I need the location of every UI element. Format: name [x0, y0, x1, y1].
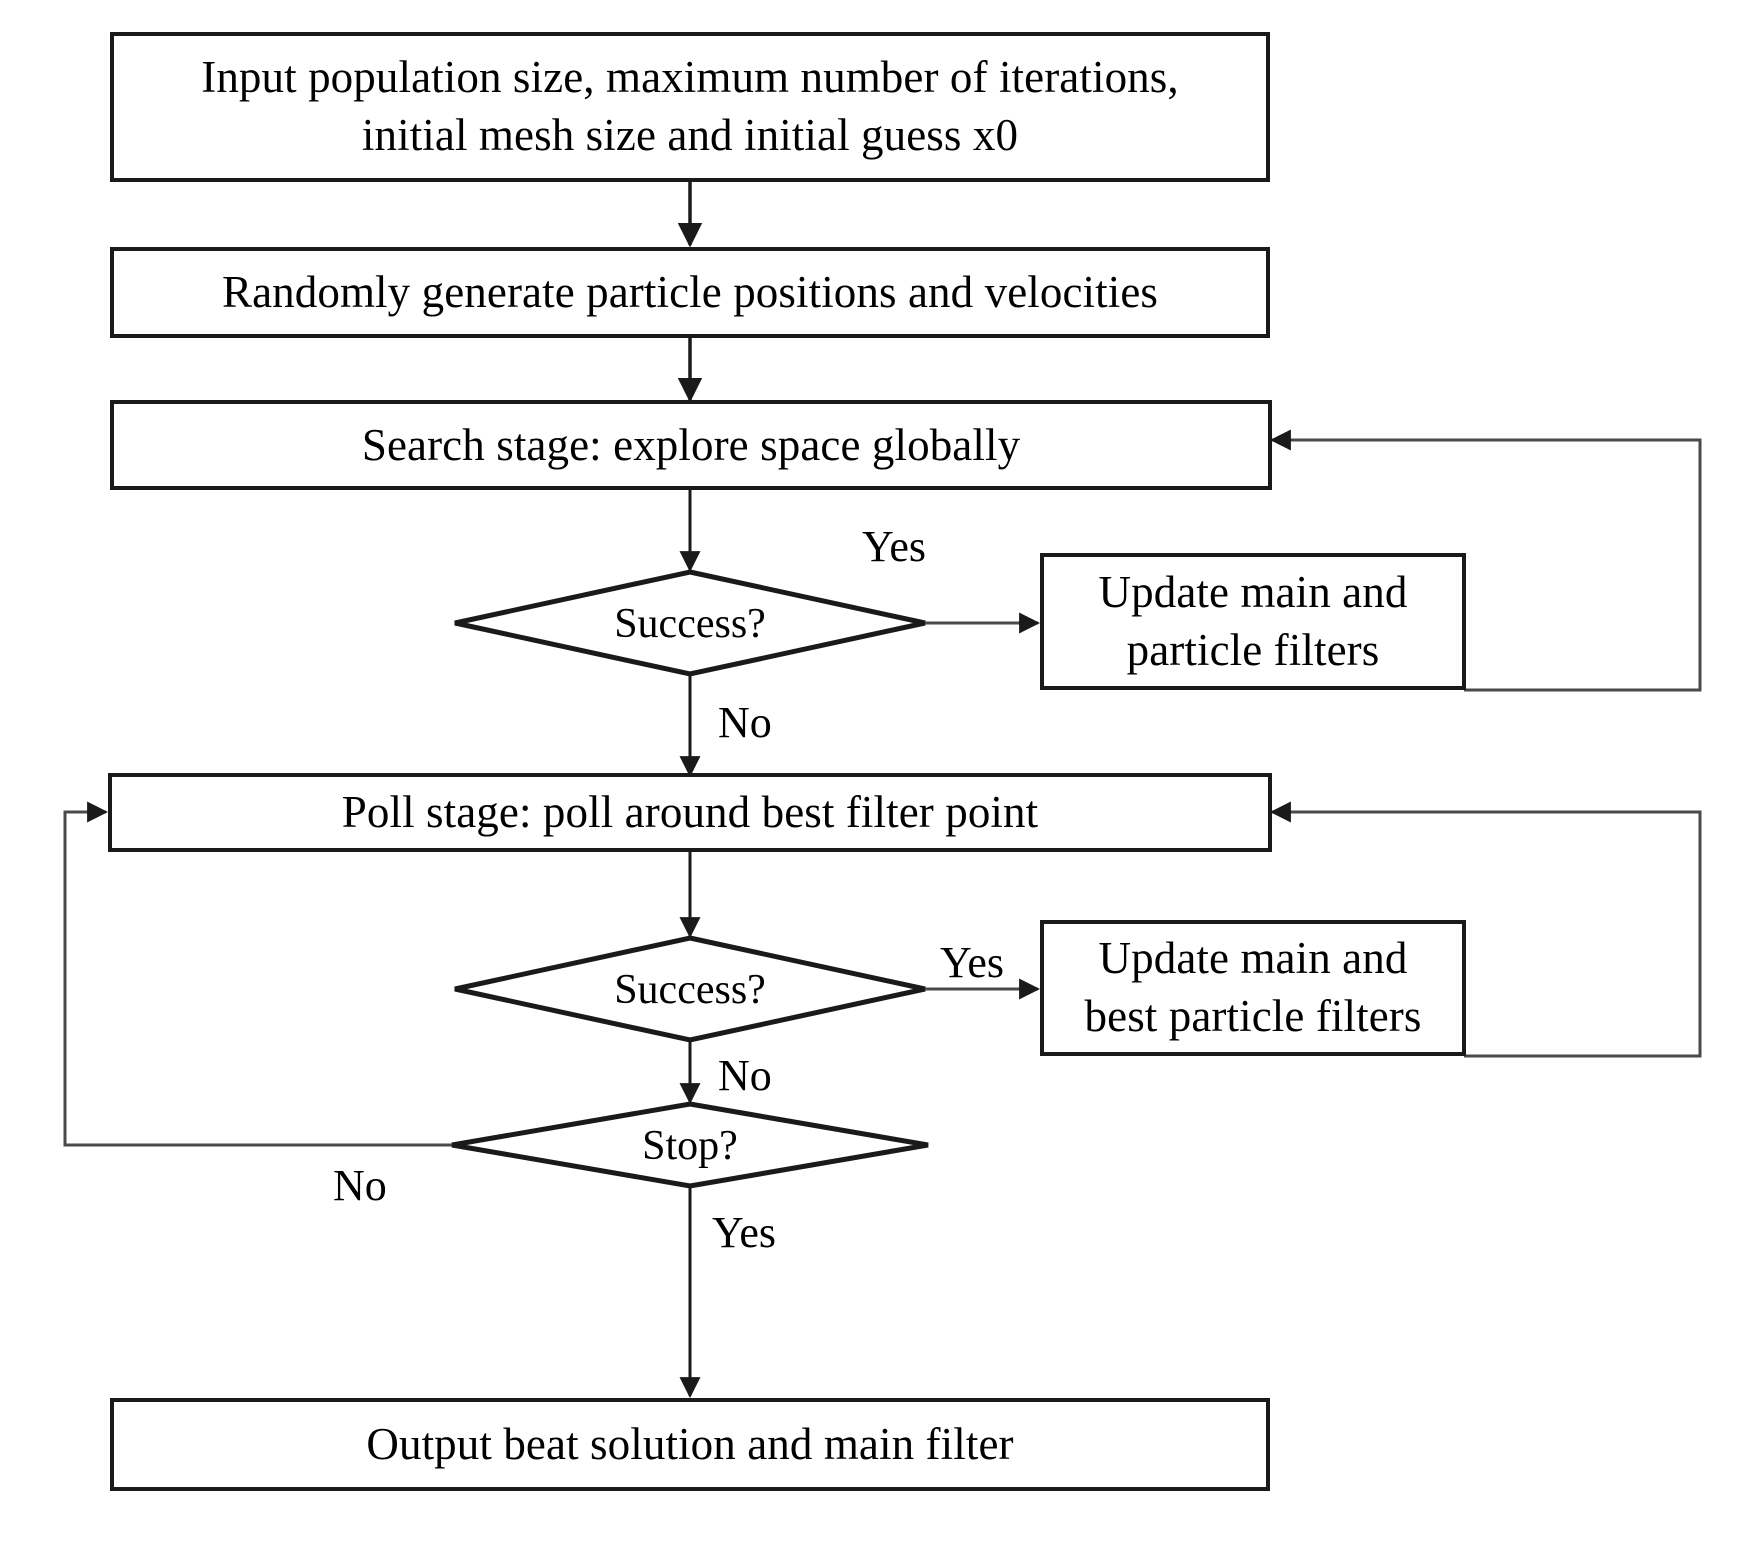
edge-stop-no-loop-to-poll	[63, 801, 452, 1147]
edge-label-stop-no: No	[333, 1161, 387, 1210]
edge-label-stop-yes: Yes	[712, 1208, 777, 1257]
edge-label-success1-no: No	[718, 698, 772, 747]
edge-label-success2-yes: Yes	[940, 938, 1005, 987]
node-update-2-line2: best particle filters	[1084, 991, 1422, 1041]
node-update-2-label: Update main and best particle filters	[1075, 930, 1432, 1045]
node-generate-label: Randomly generate particle positions and…	[221, 267, 1159, 318]
decision-stop-shape	[451, 1101, 929, 1189]
node-search-stage-label: Search stage: explore space globally	[361, 419, 1021, 470]
node-generate[interactable]: Randomly generate particle positions and…	[110, 247, 1270, 338]
edge-label-success2-no: No	[718, 1051, 772, 1100]
node-input[interactable]: Input population size, maximum number of…	[110, 32, 1270, 182]
decision-success-2-shape	[454, 935, 926, 1043]
edge-label-success1-yes: Yes	[862, 522, 927, 571]
node-update-2-line1: Update main and	[1098, 933, 1408, 984]
node-update-1-label: Update main and particle filters	[1089, 564, 1418, 679]
node-update-1-line2: particle filters	[1126, 624, 1380, 675]
node-poll-stage[interactable]: Poll stage: poll around best filter poin…	[108, 773, 1272, 852]
node-input-label: Input population size, maximum number of…	[191, 49, 1189, 164]
node-search-stage[interactable]: Search stage: explore space globally	[110, 400, 1272, 490]
node-output-label: Output beat solution and main filter	[366, 1419, 1014, 1470]
node-update-2[interactable]: Update main and best particle filters	[1040, 920, 1466, 1056]
edge-update1-loop-to-search	[1269, 429, 1702, 692]
edge-update2-loop-to-poll	[1269, 801, 1702, 1058]
node-input-line1: Input population size, maximum number of…	[201, 52, 1179, 103]
decision-success-1-shape	[454, 569, 926, 677]
node-update-1[interactable]: Update main and particle filters	[1040, 553, 1466, 690]
node-output[interactable]: Output beat solution and main filter	[110, 1398, 1270, 1491]
node-input-line2: initial mesh size and initial guess x0	[361, 110, 1019, 160]
node-update-1-line1: Update main and	[1098, 566, 1408, 617]
node-poll-stage-label: Poll stage: poll around best filter poin…	[341, 787, 1039, 838]
